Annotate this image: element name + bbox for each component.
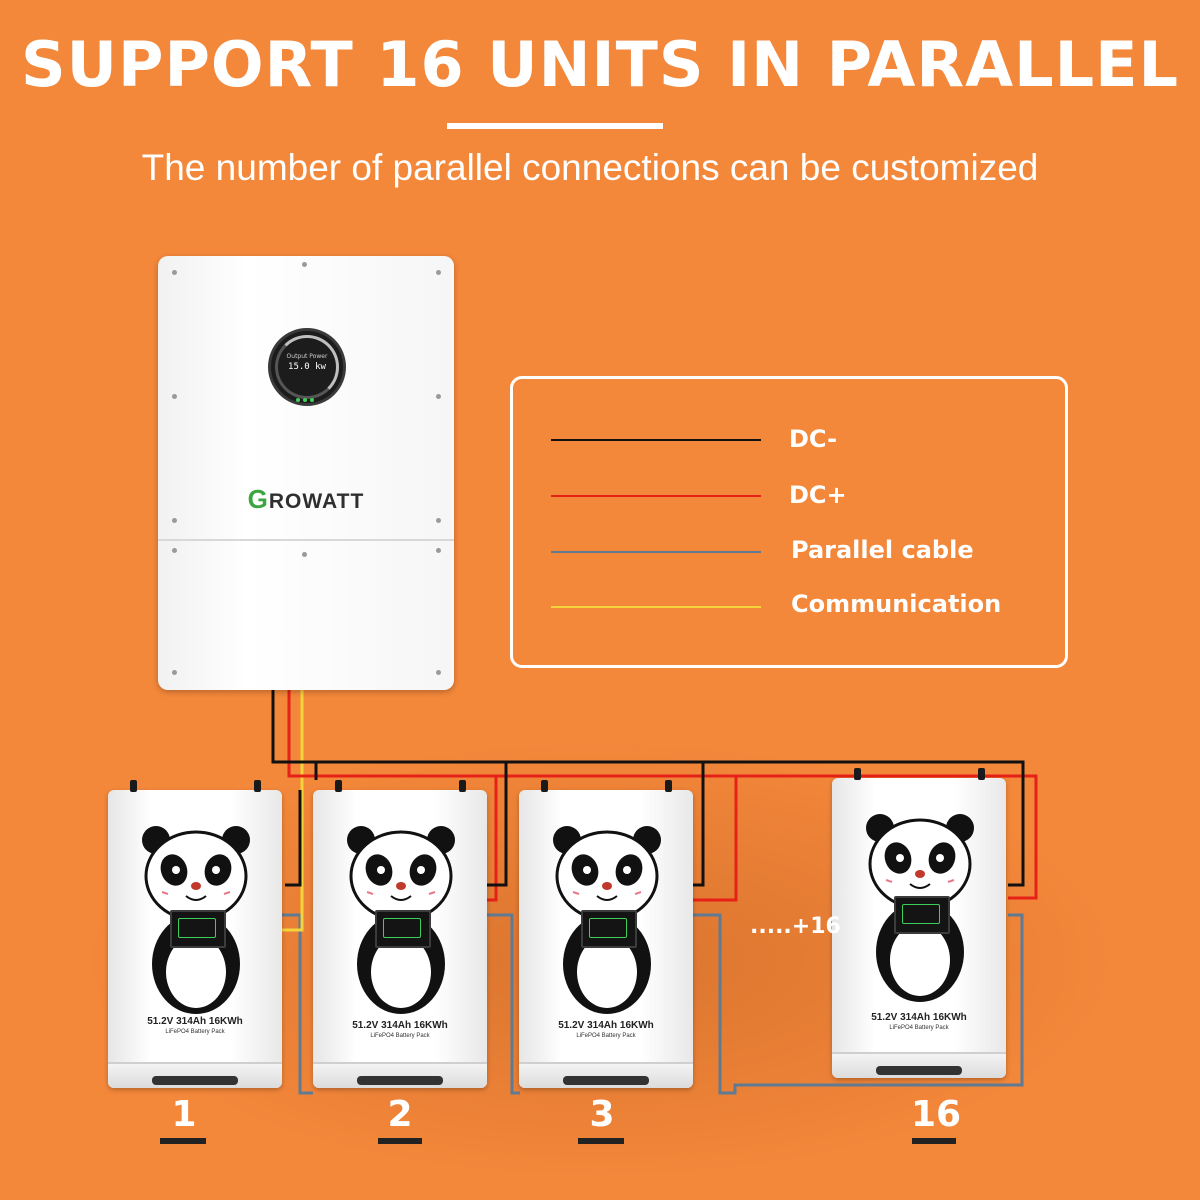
title-underline: [447, 123, 663, 129]
parallel-wire-3-16: [693, 913, 1024, 1095]
battery-foot: [152, 1076, 238, 1085]
screw-icon: [172, 518, 177, 523]
unit-number-16: 16: [910, 1094, 962, 1135]
dc-minus-b0: [285, 790, 302, 887]
unit-underline-16: [912, 1138, 956, 1144]
dc-minus-b2: [487, 762, 508, 887]
battery-screen: [375, 910, 431, 948]
battery-sub: LiFePO4 Battery Pack: [370, 1033, 430, 1039]
battery-spec: 51.2V 314Ah 16KWh: [352, 1020, 448, 1031]
screw-icon: [302, 552, 307, 557]
communication-wire: [280, 690, 304, 932]
dc-plus-b2: [487, 776, 498, 902]
screw-icon: [172, 270, 177, 275]
terminal-icon: [335, 780, 342, 792]
battery-foot: [876, 1066, 962, 1075]
battery-spec: 51.2V 314Ah 16KWh: [871, 1012, 967, 1023]
battery-spec: 51.2V 314Ah 16KWh: [558, 1020, 654, 1031]
terminal-icon: [459, 780, 466, 792]
battery-unit-1: 51.2V 314Ah 16KWh LiFePO4 Battery Pack: [108, 780, 282, 1088]
screw-icon: [172, 548, 177, 553]
unit-underline-2: [378, 1138, 422, 1144]
page-title: SUPPORT 16 UNITS IN PARALLEL: [21, 28, 1179, 101]
battery-sub: LiFePO4 Battery Pack: [889, 1025, 949, 1031]
battery-base: [313, 1062, 487, 1088]
battery-base: [832, 1052, 1006, 1078]
status-lights: [296, 387, 320, 402]
wire-legend: DC- DC+ Parallel cable Communication: [510, 376, 1068, 668]
screw-icon: [436, 518, 441, 523]
unit-number-1: 1: [171, 1094, 197, 1135]
battery-spec: 51.2V 314Ah 16KWh: [147, 1016, 243, 1027]
legend-line-dc-minus: [551, 439, 761, 441]
legend-label-communication: Communication: [791, 590, 1002, 618]
battery-unit-3: 51.2V 314Ah 16KWh LiFePO4 Battery Pack: [519, 780, 693, 1088]
battery-sub: LiFePO4 Battery Pack: [165, 1029, 225, 1035]
screw-icon: [302, 262, 307, 267]
parallel-wire-2-3: [487, 913, 520, 1095]
brand-name: ROWATT: [268, 490, 365, 513]
unit-underline-3: [578, 1138, 624, 1144]
dc-minus-wires: [271, 690, 1025, 887]
dc-plus-main: [287, 690, 1038, 900]
parallel-wire-1-2: [280, 913, 313, 1095]
battery-screen: [581, 910, 637, 948]
dc-plus-wires: [287, 690, 1038, 902]
dc-minus-b3: [693, 762, 705, 887]
battery-sub: LiFePO4 Battery Pack: [576, 1033, 636, 1039]
legend-line-communication: [551, 606, 761, 608]
battery-foot: [357, 1076, 443, 1085]
battery-foot: [563, 1076, 649, 1085]
unit-number-3: 3: [589, 1094, 615, 1135]
screw-icon: [172, 670, 177, 675]
display-label: Output Power: [286, 353, 328, 360]
dc-minus-main: [271, 690, 1025, 887]
screw-icon: [436, 670, 441, 675]
display-value: 15.0 kw: [288, 362, 326, 372]
display-ring: [275, 335, 339, 399]
screw-icon: [436, 394, 441, 399]
legend-label-dc-minus: DC-: [789, 425, 838, 453]
terminal-icon: [254, 780, 261, 792]
battery-unit-16: 51.2V 314Ah 16KWh LiFePO4 Battery Pack: [832, 768, 1006, 1078]
brand-initial: G: [247, 484, 269, 514]
dc-plus-b3: [693, 776, 738, 902]
battery-unit-2: 51.2V 314Ah 16KWh LiFePO4 Battery Pack: [313, 780, 487, 1088]
unit-underline-1: [160, 1138, 206, 1144]
battery-screen: [894, 896, 950, 934]
legend-line-parallel: [551, 551, 761, 553]
growatt-inverter: Output Power 15.0 kw GROWATT: [158, 256, 454, 690]
terminal-icon: [541, 780, 548, 792]
legend-label-parallel: Parallel cable: [791, 536, 974, 564]
inverter-panel-divider: [158, 539, 454, 541]
screw-icon: [436, 270, 441, 275]
screw-icon: [172, 394, 177, 399]
brand-logo: GROWATT: [158, 484, 454, 515]
terminal-icon: [130, 780, 137, 792]
legend-line-dc-plus: [551, 495, 761, 497]
battery-base: [519, 1062, 693, 1088]
page-subtitle: The number of parallel connections can b…: [141, 147, 1039, 188]
battery-screen: [170, 910, 226, 948]
parallel-cable-wires: [280, 913, 1024, 1095]
terminal-icon: [854, 768, 861, 780]
inverter-display: Output Power 15.0 kw: [268, 328, 346, 406]
terminal-icon: [978, 768, 985, 780]
legend-label-dc-plus: DC+: [789, 481, 847, 509]
battery-base: [108, 1062, 282, 1088]
screw-icon: [436, 548, 441, 553]
unit-number-2: 2: [387, 1094, 413, 1135]
terminal-icon: [665, 780, 672, 792]
more-units-label: .....+16: [750, 914, 841, 939]
